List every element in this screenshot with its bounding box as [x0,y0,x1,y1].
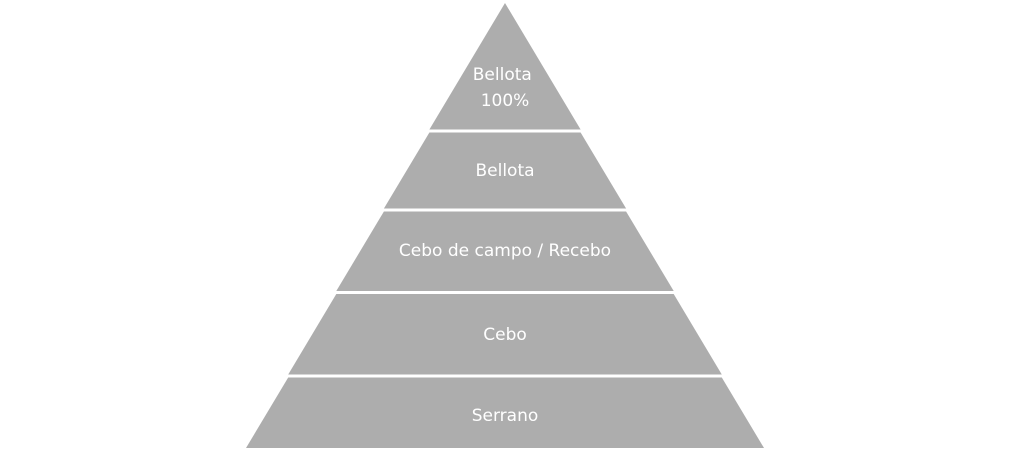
tier-2-shape [383,132,627,209]
pyramid-tier-1: Bellota 100% [429,3,581,130]
tier-5-shape [246,377,764,448]
tier-2-label: Bellota [475,161,534,181]
tier-3-shape [336,211,674,291]
tier-1-shape [429,3,581,130]
tier-3-label: Cebo de campo / Recebo [399,241,611,261]
tier-4-label: Cebo [483,325,527,345]
pyramid-tier-4: Cebo [288,294,722,375]
tier-4-shape [288,294,722,375]
pyramid-tier-3: Cebo de campo / Recebo [336,211,674,291]
pyramid-tier-5: Serrano [246,377,764,448]
pyramid-tier-2: Bellota [383,132,627,209]
tier-1-label-line-1: Bellota [473,65,532,85]
tier-1-label-line-2: 100% [481,91,530,111]
tier-1-label: Bellota 100% [473,65,537,111]
tier-5-label: Serrano [472,406,539,426]
